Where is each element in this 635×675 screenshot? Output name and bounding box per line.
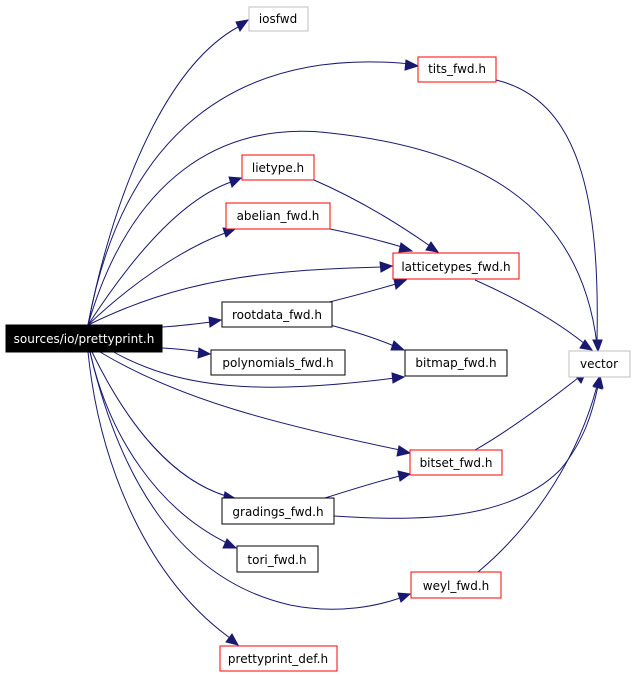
edge-abelian_fwd-latticetypes_fwd <box>329 228 403 248</box>
node-tits_fwd[interactable]: tits_fwd.h <box>417 56 497 83</box>
edge-prettyprint-prettyprint_def <box>87 351 231 639</box>
graph-nodes: sources/io/prettyprint.h iosfwd tits_fwd… <box>5 6 631 672</box>
svg-text:prettyprint_def.h: prettyprint_def.h <box>228 652 328 666</box>
svg-text:vector: vector <box>580 357 618 371</box>
edge-prettyprint-tori_fwd <box>89 351 228 544</box>
arrowhead-weyl_fwd <box>397 592 412 603</box>
svg-text:rootdata_fwd.h: rootdata_fwd.h <box>232 308 322 322</box>
arrowhead-polynomials_fwd <box>197 347 212 359</box>
edge-weyl_fwd-vector <box>477 385 598 573</box>
edge-prettyprint-iosfwd <box>87 26 239 326</box>
arrowhead-bitmap_fwd <box>391 372 406 384</box>
node-gradings_fwd[interactable]: gradings_fwd.h <box>221 497 335 525</box>
node-rootdata_fwd[interactable]: rootdata_fwd.h <box>221 301 333 328</box>
node-weyl_fwd[interactable]: weyl_fwd.h <box>410 571 502 599</box>
svg-text:bitset_fwd.h: bitset_fwd.h <box>420 456 493 470</box>
svg-text:bitmap_fwd.h: bitmap_fwd.h <box>415 356 496 370</box>
arrowhead-vector-6 <box>592 374 603 390</box>
edge-prettyprint-rootdata_fwd <box>161 321 212 328</box>
edge-prettyprint-vector <box>87 130 598 346</box>
svg-text:abelian_fwd.h: abelian_fwd.h <box>237 209 320 223</box>
arrowhead-latticetypes_fwd-3 <box>398 242 414 253</box>
node-vector[interactable]: vector <box>568 350 631 378</box>
edge-prettyprint-weyl_fwd <box>89 351 401 610</box>
arrowhead-latticetypes_fwd-1 <box>379 261 394 273</box>
edge-lietype-latticetypes_fwd <box>313 179 431 247</box>
node-bitset_fwd[interactable]: bitset_fwd.h <box>409 449 503 476</box>
svg-text:latticetypes_fwd.h: latticetypes_fwd.h <box>401 260 510 274</box>
edge-bitset_fwd-vector <box>474 377 579 451</box>
svg-text:tori_fwd.h: tori_fwd.h <box>247 553 306 567</box>
arrowhead-latticetypes_fwd-4 <box>393 278 408 290</box>
node-polynomials_fwd[interactable]: polynomials_fwd.h <box>210 349 346 376</box>
edge-prettyprint-bitset_fwd <box>99 351 401 451</box>
dependency-edges <box>87 19 604 646</box>
edge-prettyprint-tits_fwd <box>87 61 409 326</box>
edge-prettyprint-gradings_fwd <box>91 351 227 497</box>
node-latticetypes_fwd[interactable]: latticetypes_fwd.h <box>392 252 520 280</box>
edge-prettyprint-bitmap_fwd <box>109 349 396 388</box>
edge-rootdata_fwd-latticetypes_fwd <box>324 283 397 304</box>
svg-text:lietype.h: lietype.h <box>252 161 304 175</box>
edge-prettyprint-polynomials_fwd <box>161 347 201 353</box>
svg-text:tits_fwd.h: tits_fwd.h <box>428 62 486 76</box>
node-prettyprint_def[interactable]: prettyprint_def.h <box>219 645 338 672</box>
svg-text:iosfwd: iosfwd <box>259 12 297 26</box>
svg-text:polynomials_fwd.h: polynomials_fwd.h <box>222 356 333 370</box>
arrowhead-rootdata_fwd <box>208 316 223 328</box>
node-iosfwd[interactable]: iosfwd <box>248 6 309 32</box>
arrowhead-latticetypes_fwd-2 <box>425 241 440 253</box>
edge-gradings_fwd-bitset_fwd <box>324 475 401 499</box>
arrowhead-iosfwd <box>235 19 250 32</box>
svg-text:sources/io/prettyprint.h: sources/io/prettyprint.h <box>14 332 155 346</box>
edge-gradings_fwd-vector <box>333 385 599 519</box>
node-tori_fwd[interactable]: tori_fwd.h <box>236 545 319 573</box>
arrowhead-vector-3 <box>579 339 594 351</box>
node-prettyprint[interactable]: sources/io/prettyprint.h <box>5 324 163 353</box>
arrowhead-lietype <box>228 176 243 188</box>
arrowhead-bitset_fwd-2 <box>397 470 412 482</box>
edge-prettyprint-latticetypes_fwd <box>87 266 384 326</box>
arrowhead-bitmap_fwd-2 <box>390 340 406 351</box>
svg-text:gradings_fwd.h: gradings_fwd.h <box>232 505 323 519</box>
arrowhead-tori_fwd <box>222 538 238 549</box>
edge-rootdata_fwd-bitmap_fwd <box>329 324 395 347</box>
edge-prettyprint-abelian_fwd <box>87 232 226 326</box>
arrowhead-bitset_fwd-1 <box>396 445 412 457</box>
edge-prettyprint-lietype <box>87 181 232 326</box>
node-abelian_fwd[interactable]: abelian_fwd.h <box>225 202 331 230</box>
edge-tits_fwd-vector <box>495 79 598 341</box>
node-bitmap_fwd[interactable]: bitmap_fwd.h <box>404 349 508 377</box>
edge-latticetypes_fwd-vector <box>474 279 586 345</box>
arrowhead-vector-2 <box>592 339 603 353</box>
svg-text:weyl_fwd.h: weyl_fwd.h <box>423 579 490 593</box>
node-lietype[interactable]: lietype.h <box>241 154 315 181</box>
arrowhead-prettyprint_def <box>225 633 239 646</box>
arrowhead-tits_fwd <box>404 59 420 71</box>
